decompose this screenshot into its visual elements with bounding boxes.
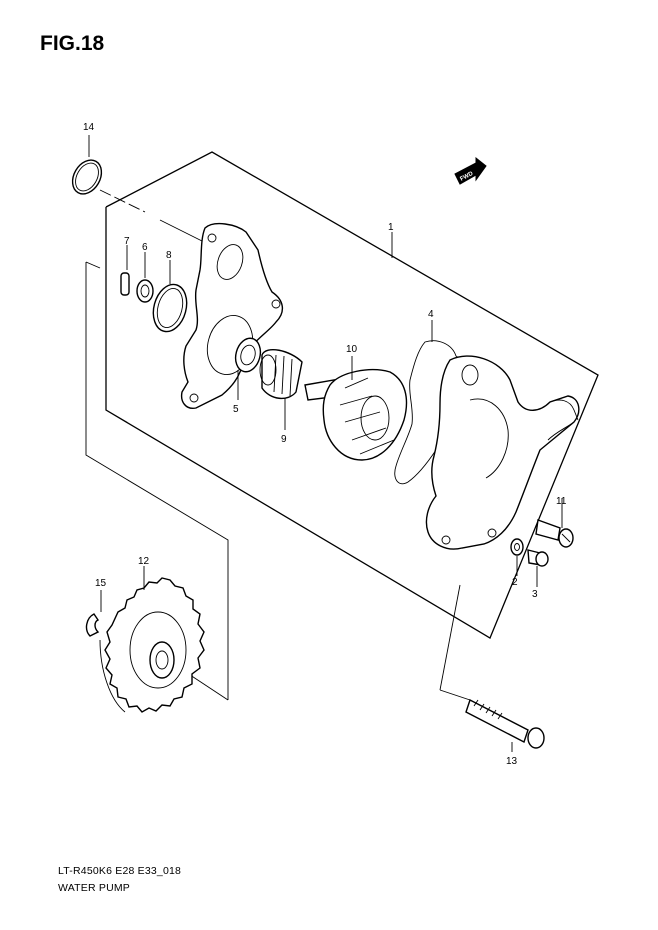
part-6-seal bbox=[136, 252, 154, 303]
callout-12: 12 bbox=[138, 556, 150, 567]
figure-title: FIG.18 bbox=[40, 32, 105, 55]
callout-2: 2 bbox=[512, 577, 518, 588]
callout-9: 9 bbox=[281, 434, 287, 445]
callout-14: 14 bbox=[83, 122, 95, 133]
part-9-mechanical-seal bbox=[259, 348, 303, 430]
part-5-bearing bbox=[234, 337, 262, 400]
callout-10: 10 bbox=[346, 344, 358, 355]
part-2-washer bbox=[510, 538, 524, 576]
part-7-pin bbox=[120, 245, 130, 296]
part-11-bolt bbox=[535, 498, 574, 548]
part-13-long-bolt bbox=[465, 699, 545, 752]
callout-15: 15 bbox=[95, 578, 107, 589]
callout-13: 13 bbox=[506, 756, 518, 767]
part-8-o-ring bbox=[152, 260, 188, 333]
callout-7: 7 bbox=[124, 236, 130, 247]
part-15-circlip bbox=[85, 590, 102, 637]
callout-6: 6 bbox=[142, 242, 148, 253]
assembly-frame bbox=[105, 151, 599, 639]
fwd-arrow-icon: FWD bbox=[454, 156, 487, 185]
model-code-caption: LT-R450K6 E28 E33_018 bbox=[58, 865, 182, 877]
section-name-caption: WATER PUMP bbox=[58, 882, 130, 894]
part-12-gear bbox=[99, 566, 205, 713]
callout-8: 8 bbox=[166, 250, 172, 261]
part-14-o-ring bbox=[71, 135, 103, 195]
part-10-impeller bbox=[304, 356, 408, 461]
callout-4: 4 bbox=[428, 309, 434, 320]
callout-1: 1 bbox=[388, 222, 394, 233]
callout-numbers: 14 7 6 8 1 4 10 5 9 11 2 3 12 15 13 bbox=[83, 122, 567, 767]
callout-3: 3 bbox=[532, 589, 538, 600]
callout-5: 5 bbox=[233, 404, 239, 415]
part-3-drain-bolt bbox=[527, 549, 549, 587]
callout-11: 11 bbox=[556, 496, 567, 507]
pump-cover-housing bbox=[425, 355, 580, 550]
